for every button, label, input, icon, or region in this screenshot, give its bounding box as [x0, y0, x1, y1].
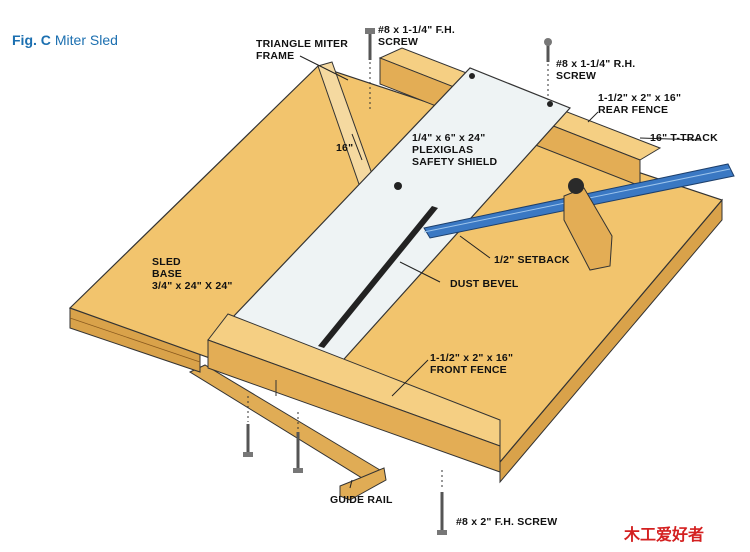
label-dust-bevel: DUST BEVEL [450, 278, 519, 290]
front-fence-front [207, 339, 501, 473]
figure-caption: Miter Sled [54, 32, 118, 48]
label-fh-screw-bottom: #8 x 2" F.H. SCREW [456, 516, 558, 528]
label-triangle-frame: TRIANGLE MITER FRAME [256, 38, 349, 62]
watermark-logo: 木工爱好者 [624, 527, 705, 544]
label-plexiglas: 1/4" x 6" x 24" PLEXIGLAS SAFETY SHIELD [412, 132, 498, 168]
guide-rail-end [339, 467, 387, 501]
label-front-fence: 1-1/2" x 2" x 16" FRONT FENCE [430, 352, 514, 376]
label-fh-screw-top: #8 x 1-1/4" F.H. SCREW [378, 24, 456, 48]
label-setback: 1/2" SETBACK [494, 254, 570, 266]
fh-screw-bottom-icons [243, 396, 447, 535]
label-sled-base: SLED BASE 3/4" x 24" X 24" [152, 256, 233, 292]
fh-screw-top-icon [365, 28, 375, 112]
figure-number: Fig. C [12, 32, 51, 48]
label-rh-screw: #8 x 1-1/4" R.H. SCREW [556, 58, 636, 82]
stop-block [563, 187, 613, 271]
saw-kerf [318, 206, 438, 348]
rh-screw-icon [544, 38, 552, 100]
label-rear-fence: 1-1/2" x 2" x 16" REAR FENCE [598, 92, 682, 116]
label-t-track: 16" T-TRACK [650, 132, 718, 144]
stop-knob [568, 178, 584, 194]
label-dimension-16: 16" [336, 142, 354, 154]
label-guide-rail: GUIDE RAIL [330, 494, 393, 506]
